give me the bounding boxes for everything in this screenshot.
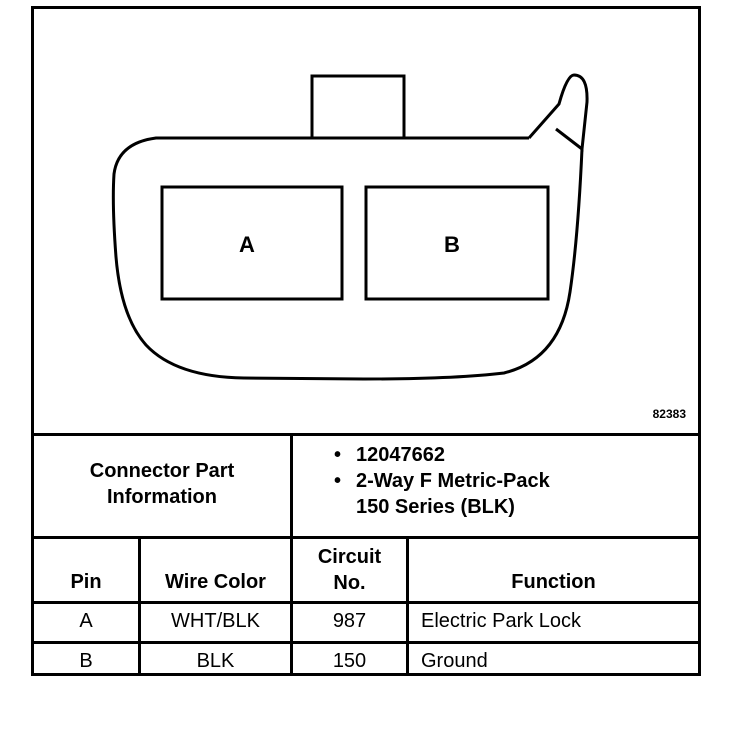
connector-info-label-text: Connector Part Information: [89, 460, 235, 508]
divider-col-function: [406, 536, 409, 675]
bullet: •: [334, 470, 342, 492]
header-pin: Pin: [70, 571, 102, 593]
row-a-circuit: 987: [332, 610, 367, 632]
connector-info-label: Connector Part Information: [34, 458, 290, 510]
cavity-b-label: B: [444, 232, 460, 257]
part-description-item: • 2-Way F Metric-Pack: [334, 468, 550, 494]
row-b-function: Ground: [421, 650, 488, 672]
part-number-item: • 12047662: [334, 442, 550, 468]
row-b-pin: B: [79, 650, 93, 672]
figure-number: 82383: [652, 407, 686, 421]
part-number: 12047662: [356, 444, 445, 466]
divider-col-circuit: [290, 433, 293, 675]
connector-latch: [527, 73, 589, 152]
divider-col-wire: [138, 536, 141, 675]
divider-row-a-top: [34, 601, 698, 604]
row-a-pin: A: [79, 610, 93, 632]
divider-row-b-top: [34, 641, 698, 644]
part-description-line1: 2-Way F Metric-Pack: [356, 470, 550, 492]
connector-body: [111, 136, 584, 381]
row-a-wire-color: WHT/BLK: [171, 610, 260, 632]
row-b-wire-color: BLK: [196, 650, 235, 672]
cavity-b: [364, 185, 550, 301]
connector-drawing: A B 82383: [34, 9, 698, 433]
connector-face-svg: [111, 73, 589, 381]
header-circuit-line1: Circuit: [317, 546, 382, 568]
header-function: Function: [511, 571, 596, 593]
part-info-list: • 12047662 • 2-Way F Metric-Pack 150 Serie…: [334, 442, 550, 520]
bullet: •: [334, 444, 342, 466]
header-circuit-line2: No.: [333, 572, 366, 594]
connector-sheet: A B 82383 Connector Part Information • 12…: [31, 6, 701, 676]
connector-tab: [310, 74, 406, 138]
header-circuit-no: Circuit No.: [293, 544, 406, 596]
divider-header-top: [34, 536, 698, 539]
row-a-function: Electric Park Lock: [421, 610, 582, 632]
row-b-circuit: 150: [332, 650, 367, 672]
cavity-a-label: A: [239, 232, 255, 257]
part-description-line2-row: 150 Series (BLK): [334, 494, 550, 520]
divider-info-top: [34, 433, 698, 436]
part-description-line2: 150 Series (BLK): [356, 496, 515, 518]
header-wire-color: Wire Color: [165, 571, 266, 593]
cavity-a: [160, 185, 344, 301]
